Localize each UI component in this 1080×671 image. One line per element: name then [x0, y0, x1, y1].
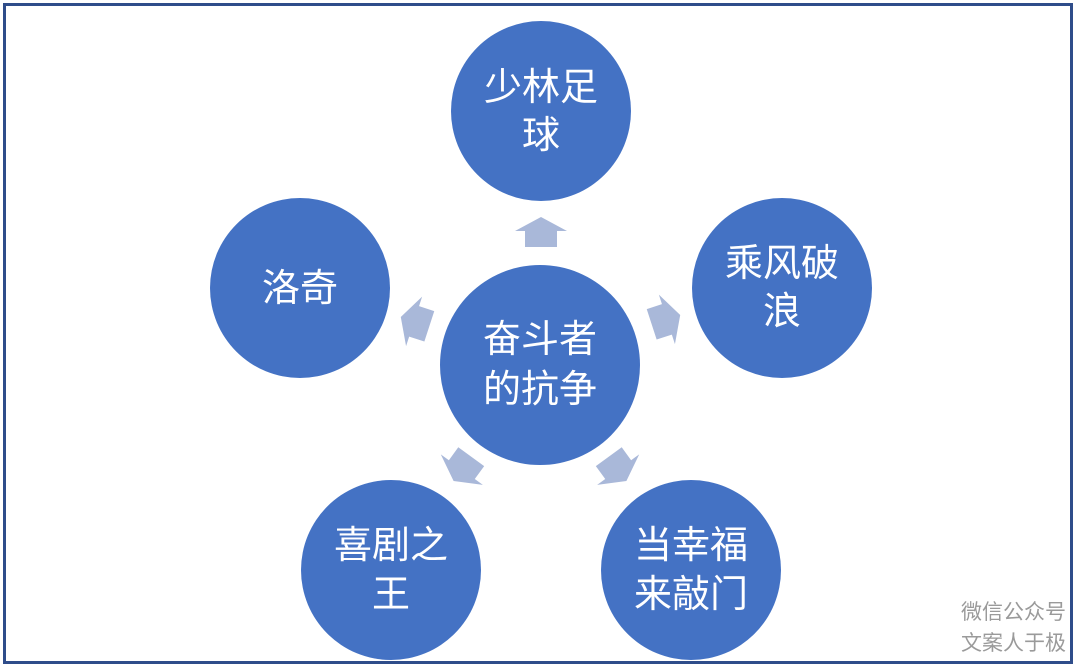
center-node-line1: 奋斗者 [483, 317, 597, 361]
watermark-line2: 文案人于极 [961, 631, 1066, 655]
node-when-happiness-knocks: 当幸福 来敲门 [601, 480, 781, 660]
node-king-of-comedy-line1: 喜剧之 [334, 523, 448, 567]
arrow-to-rocky [400, 296, 435, 347]
watermark: 微信公众号 文案人于极 [961, 597, 1066, 659]
node-king-of-comedy: 喜剧之 王 [301, 480, 481, 660]
node-shaolin-soccer-line1: 少林足 [484, 65, 598, 109]
node-chengfeng-polang-line1: 乘风破 [725, 241, 839, 285]
node-shaolin-soccer: 少林足 球 [451, 21, 631, 201]
watermark-line1: 微信公众号 [961, 600, 1066, 624]
node-when-happiness-knocks-line1: 当幸福 [634, 523, 748, 567]
node-shaolin-soccer-line2: 球 [522, 113, 560, 157]
diagram-frame [3, 3, 1073, 664]
node-chengfeng-polang-line2: 浪 [763, 289, 801, 333]
arrow-to-king-of-comedy [440, 447, 485, 485]
node-rocky-line1: 洛奇 [262, 266, 338, 310]
arrow-to-when-happiness-knocks [595, 447, 640, 485]
node-rocky: 洛奇 [210, 198, 390, 378]
arrow-to-chengfeng-polang [646, 294, 681, 345]
node-when-happiness-knocks-line2: 来敲门 [634, 572, 748, 616]
node-chengfeng-polang: 乘风破 浪 [692, 198, 872, 378]
node-king-of-comedy-line2: 王 [372, 572, 410, 616]
center-node: 奋斗者 的抗争 [440, 265, 640, 465]
center-node-line2: 的抗争 [483, 367, 597, 411]
arrow-to-shaolin-soccer [515, 217, 567, 247]
